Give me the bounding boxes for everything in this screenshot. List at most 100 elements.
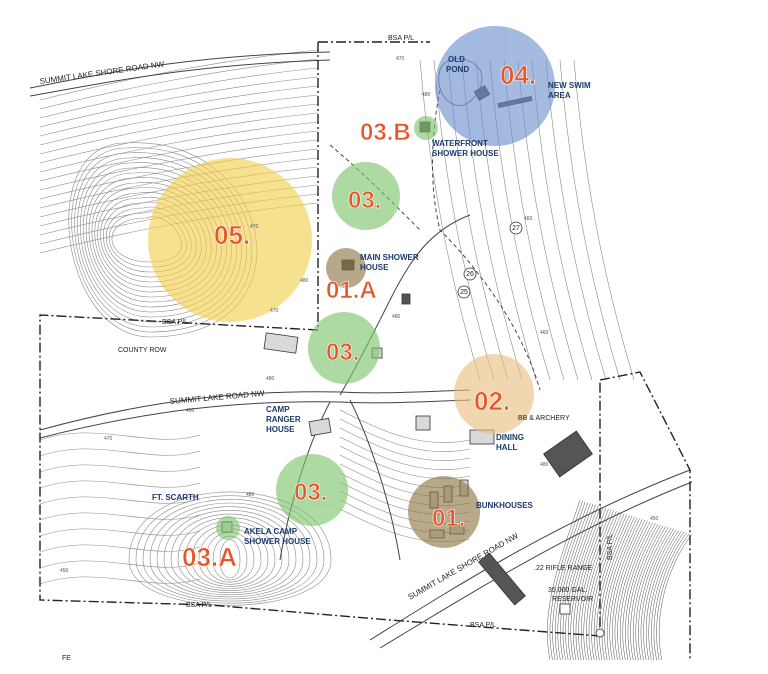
label-dining-1: DINING [496,433,524,442]
contour-southwest-0 [219,539,241,579]
label-akela-2: SHOWER HOUSE [244,537,311,546]
boundary-west [39,42,601,637]
hatch-line-25 [612,519,646,661]
summit-lake-shore-road-bottom [369,469,691,641]
elevation-12: 480 [392,314,401,320]
hatch-line-17 [591,513,625,661]
zone-label-01a: 01.A [326,277,377,304]
zone-circle-01 [408,476,480,548]
elevation-14: 470 [396,56,405,62]
zone-label-03-top: 03. [348,187,381,214]
hatch-line-38 [645,530,680,661]
hatch-line-19 [596,515,630,661]
zone-label-03-low: 03. [294,479,327,506]
contour-southwest-7 [170,513,290,593]
place-labels: OLD POND NEW SWIM AREA WATERFRONT SHOWER… [152,55,591,546]
marker-circle-25 [457,285,471,299]
contour-bottom-left-6 [39,528,201,537]
boundary-east [599,371,691,660]
zone-label-02: 02. [474,386,510,416]
elevation-3: 480 [266,376,275,382]
contour-east-1 [433,59,495,381]
label-bsa-bottom-left: BSA P/L [186,602,212,609]
property-boundary [39,41,691,660]
contour-middle-2 [339,427,471,461]
hatch-line-22 [604,517,638,661]
label-main-shower-2: HOUSE [360,263,389,272]
elevation-labels: 470 470 480 400 480 480 470 480 450 460 … [60,56,659,574]
hatch-line-41 [653,532,687,661]
rifle-range [478,552,526,606]
hatch-line-39 [648,531,682,661]
hatch-line-34 [635,527,669,661]
hatch-line-10 [573,507,607,661]
hatch-line-37 [643,529,677,661]
elevation-4: 400 [186,408,195,414]
summit-lake-road-edge [39,399,471,439]
contour-southwest-1 [212,535,248,581]
contour-north-9 [39,130,319,182]
hatch-line-9 [570,507,604,661]
contour-southwest-5 [184,521,276,589]
building-dining-annex [415,415,431,431]
hatch-line-14 [583,511,617,661]
zone-labels: 04. 03.B 03. 05. 01.A 03. 02. 03. 01. 03… [182,60,537,573]
hatch-line-8 [567,506,602,661]
numbered-markers [457,221,523,299]
hatch-line-15 [586,511,620,661]
label-new-swim-1: NEW SWIM [548,81,591,90]
label-bsa-right: BSA P/L [607,534,614,560]
contour-southwest-10 [149,502,311,600]
hatch-line-23 [606,518,641,661]
elevation-11: 460 [540,330,549,336]
hatch-line-35 [638,527,672,661]
hatch-line-3 [554,502,589,661]
zone-label-04: 04. [500,60,536,90]
elevation-7: 470 [104,436,113,442]
label-old-pond-1: OLD [448,55,465,64]
building-shed [401,293,411,305]
summit-lake-shore-road-top-edge [29,59,331,97]
hatch-line-31 [627,524,661,661]
well-marker [595,628,605,638]
hatch-line-16 [588,512,622,661]
contour-east-0 [419,59,481,381]
label-reservoir-1: 35,000 GAL. [548,587,587,594]
zone-circle-03b [414,116,438,140]
contour-bottom-left-5 [39,512,201,521]
hatch-line-32 [630,525,664,661]
hatch-line-12 [578,509,612,661]
contour-north-7 [39,112,319,164]
contour-north-1 [39,58,319,110]
contour-east-10 [559,59,621,381]
label-bsa-left: BSA P/L [162,319,188,326]
contour-southwest-6 [177,517,283,591]
contour-southwest-12 [135,495,325,604]
contour-bottom-left-7 [39,544,201,553]
contour-middle-3 [339,436,471,470]
zone-circle-02 [454,354,534,434]
label-main-shower-1: MAIN SHOWER [360,253,419,262]
hatch-line-7 [565,505,599,661]
summit-lake-road [39,389,471,431]
zone-label-05: 05. [214,220,250,250]
marker-circle-26 [463,267,477,281]
hatch-line-26 [614,520,648,661]
road-label-county-row: COUNTY ROW [118,347,167,354]
label-new-swim-2: AREA [548,91,571,100]
contour-north-8 [39,121,319,173]
label-rifle-range: .22 RIFLE RANGE [534,565,593,572]
label-ft-scarth: FT. SCARTH [152,493,199,502]
label-fe: FE [62,655,71,662]
roads [29,51,693,649]
label-bunkhouses: BUNKHOUSES [476,501,534,510]
elevation-5: 480 [246,492,255,498]
zone-circle-01a [326,248,366,288]
steep-slope-hatching [547,499,692,661]
label-waterfront-1: WATERFRONT [432,139,488,148]
elevation-1: 470 [250,224,259,230]
hatch-line-5 [560,503,594,661]
hatch-line-36 [640,528,674,661]
hatch-line-21 [601,516,635,661]
